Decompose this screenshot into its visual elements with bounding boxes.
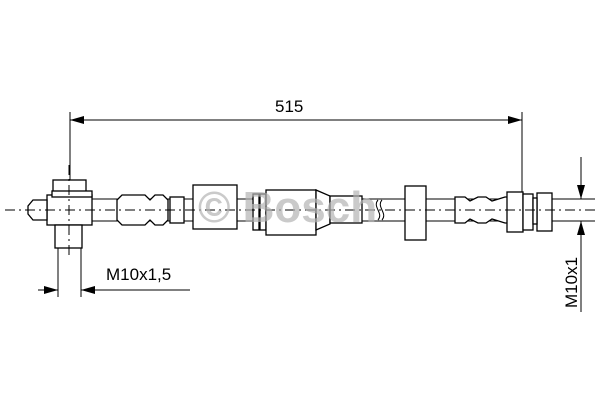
right-thread-dimension: M10x1 bbox=[560, 157, 595, 312]
length-dimension: 515 bbox=[69, 97, 523, 192]
hose-crimp-left bbox=[116, 194, 185, 226]
left-banjo-fitting bbox=[27, 179, 93, 297]
hose-crimp-right bbox=[454, 196, 511, 224]
sleeve bbox=[192, 184, 385, 236]
right-tube-nut bbox=[506, 191, 553, 233]
left-thread-label: M10x1,5 bbox=[106, 265, 171, 284]
right-thread-label: M10x1 bbox=[562, 257, 581, 308]
grommet bbox=[404, 185, 427, 241]
length-label: 515 bbox=[275, 97, 303, 116]
watermark: © Bosch bbox=[198, 183, 377, 232]
left-thread-dimension: M10x1,5 bbox=[38, 265, 190, 294]
